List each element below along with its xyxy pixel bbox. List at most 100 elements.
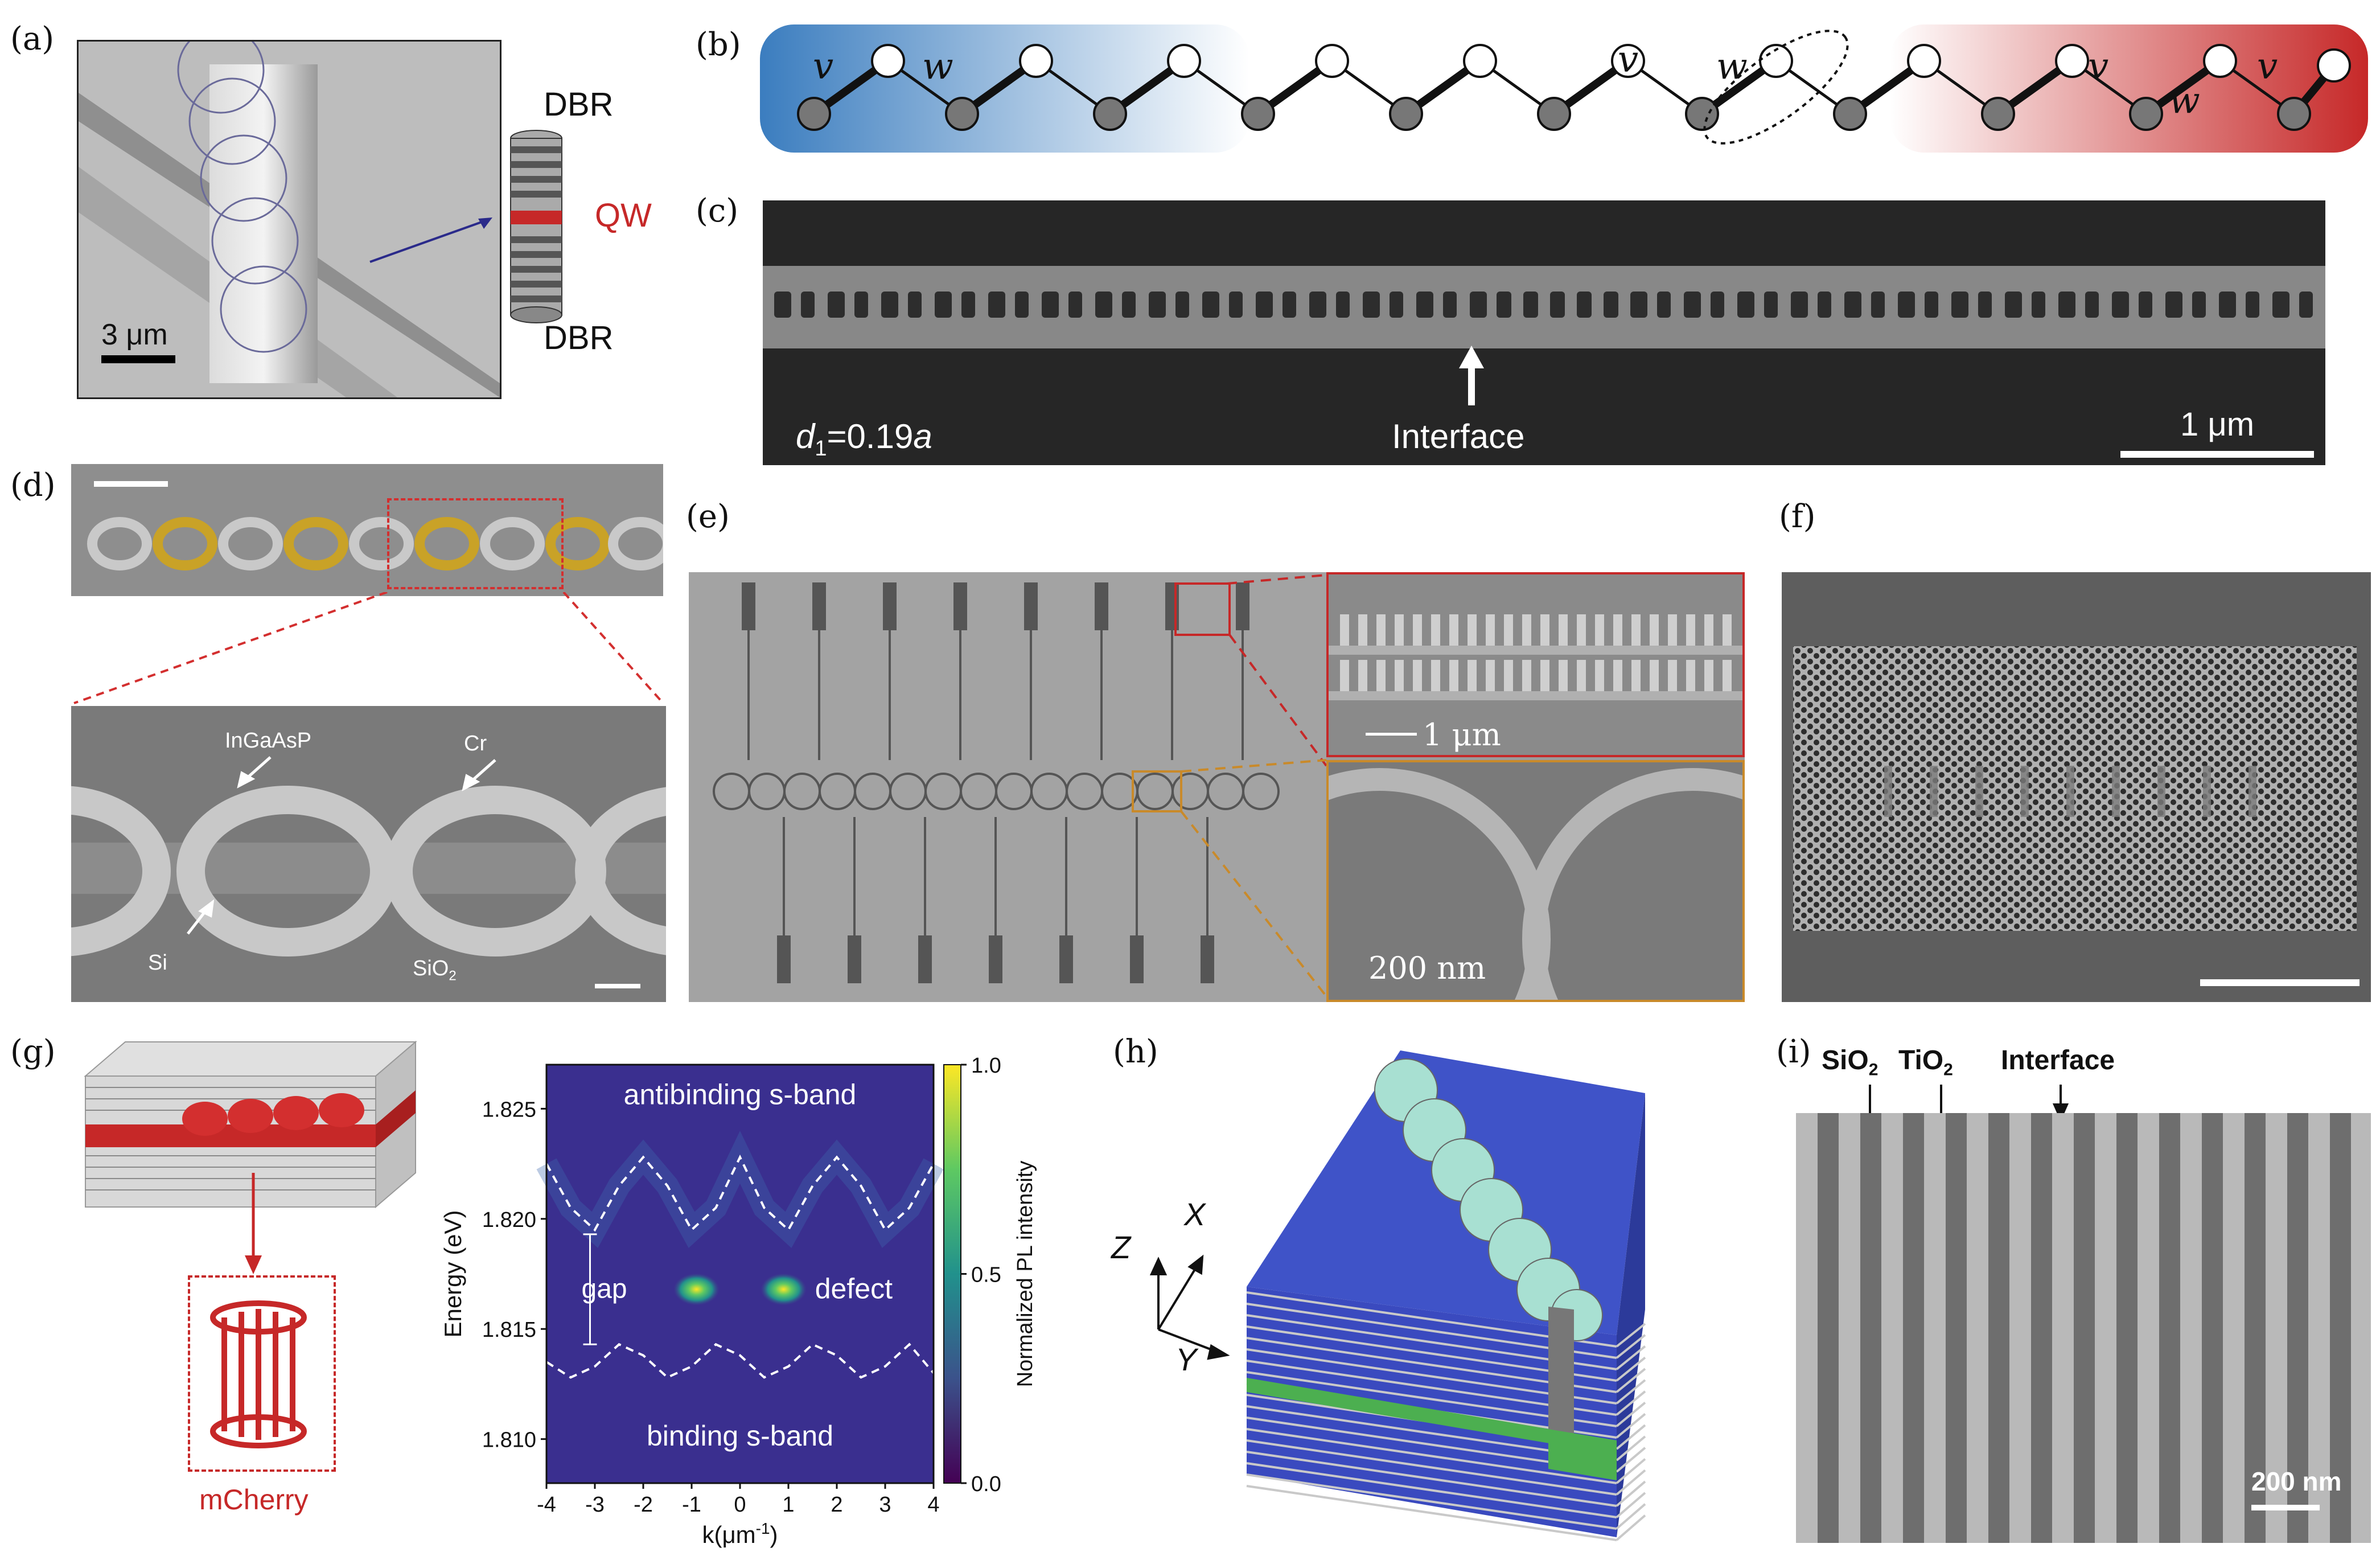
panel-i-sem-image: 200 nm	[1796, 1113, 2371, 1543]
grating-tooth	[1340, 660, 1349, 694]
grating-tooth	[1540, 660, 1549, 694]
nanobeam-hole	[1523, 292, 1538, 318]
inset-box-orange	[1132, 770, 1182, 812]
grating-tooth	[1468, 660, 1477, 694]
panel-c-sem-image: Interface d1=0.19a 1 μm	[763, 200, 2325, 465]
scale-label: 200 nm	[1368, 950, 1486, 986]
nanobeam-hole	[1416, 292, 1433, 318]
axis-y-label: Y	[1175, 1341, 1197, 1377]
nanobeam-hole	[1149, 292, 1166, 318]
band-curve	[545, 1154, 935, 1232]
nanobeam-hole	[1470, 292, 1487, 318]
nanobeam-hole	[1951, 292, 1968, 318]
grating-tooth	[1577, 614, 1586, 648]
x-tick-label: -2	[634, 1493, 653, 1517]
nanobeam-hole	[1925, 292, 1938, 318]
nanobeam-hole	[2246, 292, 2259, 318]
ring-array-overview	[689, 572, 1326, 1002]
grating-tooth	[1559, 614, 1568, 648]
zoom-region-box	[387, 498, 564, 589]
tio2-layer	[2266, 1113, 2287, 1543]
mcherry-protein-structure	[210, 1300, 307, 1448]
dbr-pillar-schematic	[510, 130, 562, 323]
x-tick-label: 3	[879, 1493, 891, 1517]
panel-d-label: (d)	[10, 467, 56, 504]
sio2-layer	[2074, 1113, 2095, 1543]
nanobeam-hole	[1657, 292, 1671, 318]
coupled-rings-closeup	[1329, 762, 1742, 1000]
tio2-layer	[1839, 1113, 1860, 1543]
nanobeam-hole	[2005, 292, 2022, 318]
x-tick-label: 4	[927, 1493, 939, 1517]
sio2-layer	[2287, 1113, 2308, 1543]
tio2-layer	[2223, 1113, 2245, 1543]
nanobeam-hole	[1497, 292, 1511, 318]
grating-tooth	[1668, 614, 1677, 648]
nanobeam-hole	[1283, 292, 1296, 318]
panel-g-label: (g)	[10, 1033, 56, 1070]
nanobeam-hole	[2085, 292, 2099, 318]
grating-tooth	[1686, 660, 1695, 694]
nanobeam-hole	[1630, 292, 1647, 318]
si-label: Si	[148, 951, 167, 975]
scale-label: 1 μm	[2180, 406, 2255, 443]
grating-coupler	[1095, 582, 1108, 630]
dbr-bottom-label: DBR	[544, 319, 614, 356]
nanobeam-hole	[1577, 292, 1592, 318]
grating-coupler	[918, 935, 932, 983]
colorbar	[943, 1064, 961, 1484]
sio2-layer	[1946, 1113, 1967, 1543]
sio2-layer	[1860, 1113, 1881, 1543]
grating-coupler	[883, 582, 897, 630]
grating-tooth	[1358, 660, 1367, 694]
grating-tooth	[1522, 660, 1531, 694]
cr-label: Cr	[464, 732, 487, 756]
nanobeam-hole	[801, 292, 815, 318]
band-curve	[545, 1343, 935, 1379]
scale-bar	[595, 984, 640, 988]
tio2-layer	[1967, 1113, 1988, 1543]
grating-coupler	[848, 935, 861, 983]
grating-tooth	[1631, 614, 1641, 648]
nanobeam-hole	[1871, 292, 1885, 318]
nanobeam-hole	[1764, 292, 1778, 318]
scale-bar	[101, 355, 175, 363]
y-axis-label: Energy (eV)	[439, 1210, 466, 1337]
nanobeam-hole	[1202, 292, 1219, 318]
y-tick-label: 1.825	[482, 1098, 536, 1122]
scale-bar	[2120, 451, 2314, 458]
sio2-layer	[2330, 1113, 2351, 1543]
dbr-top-label: DBR	[544, 86, 614, 123]
grating-tooth	[1376, 614, 1386, 648]
panel-e-label: (e)	[686, 498, 730, 535]
tio2-layer	[1881, 1113, 1903, 1543]
grating-tooth	[1577, 660, 1586, 694]
grating-tooth	[1613, 660, 1622, 694]
grating-tooth	[1358, 614, 1367, 648]
colorbar-tick-label: 1.0	[971, 1054, 1001, 1078]
inset-coupler: 200 nm	[1326, 760, 1745, 1002]
grating-tooth	[1449, 660, 1458, 694]
scale-bar	[2200, 979, 2360, 986]
panel-b-label: (b)	[696, 26, 741, 63]
nanobeam-hole	[1844, 292, 1861, 318]
axis-x-label: X	[1184, 1196, 1206, 1232]
x-tick-label: 0	[734, 1493, 746, 1517]
dbr-layer-stripes	[1796, 1113, 2371, 1543]
band-label-antibinding: antibinding s-band	[624, 1079, 857, 1111]
scale-label: 200 nm	[2251, 1467, 2342, 1496]
nanobeam-hole	[1336, 292, 1350, 318]
grating-tooth	[1704, 660, 1713, 694]
interface-label: Interface	[1392, 417, 1525, 455]
nanobeam-hole	[1015, 292, 1029, 318]
grating-tooth	[1431, 614, 1440, 648]
grating-tooth	[1413, 660, 1422, 694]
down-arrow-icon	[245, 1173, 262, 1274]
zoom-lines	[73, 592, 664, 704]
panel-d-zoom-image: InGaAsP Cr Si SiO2	[71, 706, 666, 1002]
grating-coupler	[742, 582, 755, 630]
sio2-layer	[2245, 1113, 2266, 1543]
nanobeam-hole	[1898, 292, 1915, 318]
nanobeam-hole	[2058, 292, 2075, 318]
scale-label: 3 μm	[101, 318, 168, 351]
